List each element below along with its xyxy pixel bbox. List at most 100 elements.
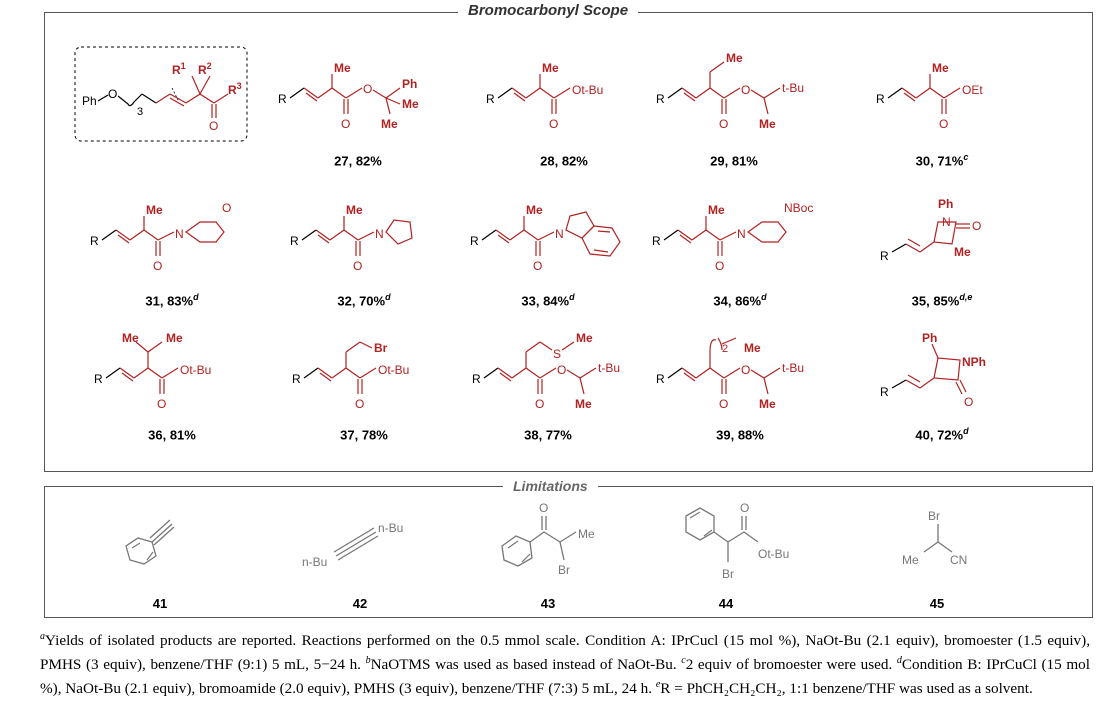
carbonyl-o: O [972,219,981,233]
compound-34-structure: R Me O N NBoc [652,201,813,273]
template-r1: R [172,63,181,77]
template-ph: Ph [82,94,97,108]
template-r2: R [198,63,207,77]
nbu-label-left: n-Bu [302,555,327,569]
me-label: Me [744,341,761,355]
br-label: Br [928,509,940,523]
carbonyl-o: O [153,259,162,273]
compound-32-structure: R Me O N [290,203,413,273]
footnote-e-marker: e [655,679,661,691]
me-label: Me [122,331,139,345]
ring-o: O [222,201,231,215]
carbonyl-o: O [549,117,558,131]
compound-label-33: 33, 84%d [521,292,575,309]
br-label: Br [558,563,570,577]
n-label: N [737,227,746,241]
limitation-label-45: 45 [929,596,945,611]
carbonyl-o: O [533,259,542,273]
r-label: R [90,234,99,248]
compound-33-structure: R Me O N [470,203,621,273]
template-r2-sup: 2 [207,61,212,71]
s-label: S [553,347,561,361]
me-label-2: Me [575,397,592,411]
svg-text:R3: R3 [228,81,242,97]
nbu-label-right: n-Bu [378,521,403,535]
template-oc: O [209,119,218,133]
template-r3-sup: 3 [237,81,242,91]
compound-label-38: 38, 77% [524,427,572,443]
n-label: N [555,227,564,241]
footnote-e-text: R = PhCH₂CH₂CH₂, 1:1 benzene/THF was use… [660,680,1033,698]
tbu-label: t-Bu [782,81,804,95]
compound-label-29: 29, 81% [710,153,758,169]
compound-label-34: 34, 86%d [713,292,767,309]
limitation-41-structure [125,519,175,565]
n-label: N [942,215,951,229]
footnote-b-marker: b [365,655,371,667]
compound-label-39: 39, 88% [716,427,764,443]
r-label: R [292,372,301,386]
limitations-title: Limitations [503,478,598,494]
r-label: R [656,372,665,386]
sub2-label: 2 [722,343,728,355]
me-label: Me [526,203,543,217]
compound-label-31: 31, 83%d [145,292,199,309]
oet-label: OEt [962,83,983,97]
limitation-label-41: 41 [152,596,168,611]
compound-37-structure: R Br O Ot-Bu [292,341,409,411]
template-sub3: 3 [137,106,143,118]
template-r3: R [228,83,237,97]
ester-o: O [363,82,372,96]
otbu-label: Ot-Bu [378,363,409,377]
otbu-label: Ot-Bu [758,547,789,561]
footnote-b-text: NaOTMS was used as based instead of NaOt… [370,656,682,674]
template-structure: Ph O 3 R1 R2 R3 O [74,46,248,142]
limitation-45-structure: Br Me CN [902,509,967,567]
footnote-c-text: 2 equiv of bromoester were used. [685,656,897,674]
nph-label: NPh [962,355,986,369]
me-label: Me [902,553,919,567]
compound-39-structure: R 2 Me O O t-Bu Me [656,337,804,411]
svg-text:R2: R2 [198,61,212,77]
ketone-o: O [539,501,548,515]
carbonyl-o: O [719,117,728,131]
r-label: R [880,249,889,263]
r-label: R [278,92,287,106]
me-label: Me [576,331,593,345]
compound-label-27: 27, 82% [334,153,382,169]
carbonyl-o: O [964,395,973,409]
me-label: Me [334,61,351,75]
carbonyl-o: O [157,397,166,411]
ester-o: O [741,363,750,377]
footnote: aYields of isolated products are reporte… [40,627,1090,699]
me-label-2: Me [402,97,419,111]
cn-label: CN [950,553,967,567]
me-label-2: Me [759,397,776,411]
compound-label-28: 28, 82% [540,153,588,169]
r-label: R [470,234,479,248]
me-label: Me [346,203,363,217]
compound-29-structure: R Me O O t-Bu Me [656,51,804,131]
template-o: O [108,87,117,101]
footnote-a-text: Yields of isolated products are reported… [40,632,1090,674]
me-label: Me [542,61,559,75]
br-label: Br [722,567,734,581]
footnote-a-marker: a [40,631,45,642]
me-label: Me [146,203,163,217]
compound-40-structure: R Ph NPh O [880,331,986,409]
compound-38-structure: R S Me O O t-Bu Me [472,331,620,411]
otbu-label: Ot-Bu [572,83,603,97]
scope-title: Bromocarbonyl Scope [458,2,639,19]
ester-o: O [557,363,566,377]
otbu-label: Ot-Bu [180,363,211,377]
compound-36-structure: R Me Me O Ot-Bu [94,331,211,411]
nboc-label: NBoc [784,201,813,215]
n-label: N [175,227,184,241]
carbonyl-o: O [740,501,749,515]
footnote-d-text: Condition B: IPrCuCl (15 mol %), NaOt-Bu… [40,656,1090,698]
ph-label: Ph [938,197,953,211]
compound-28-structure: R Me O Ot-Bu [486,61,603,131]
compound-31-structure: R Me O N O [90,201,231,273]
compound-label-35: 35, 85%d,e [911,292,973,309]
r-label: R [876,92,885,106]
